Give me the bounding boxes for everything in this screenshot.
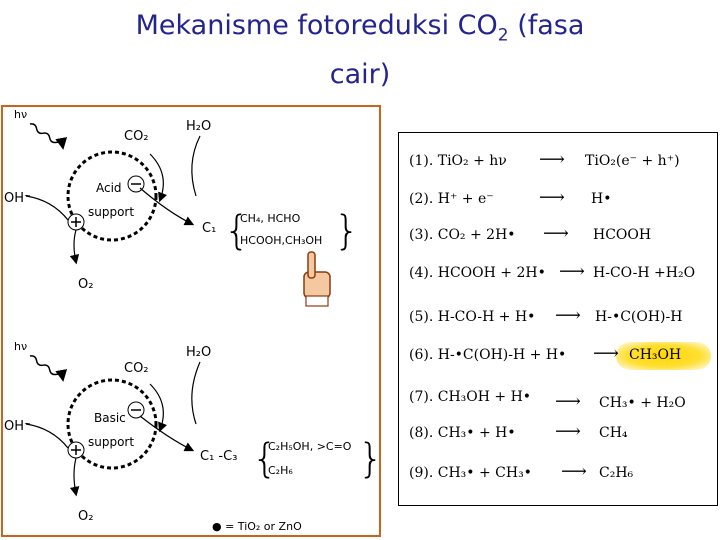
- reaction-arrow-icon: ⟶: [561, 461, 587, 482]
- reaction-7-lhs: (7). CH₃OH + H•: [409, 389, 532, 405]
- o2-label-bottom: O₂: [78, 509, 93, 524]
- reaction-5-lhs: (5). H-CO-H + H•: [409, 309, 536, 325]
- product-arrow-icon: [139, 187, 195, 226]
- c1-label: C₁: [202, 221, 216, 236]
- reaction-7-rhs: CH₃• + H₂O: [599, 395, 686, 411]
- reaction-arrow-icon: ⟶: [555, 391, 581, 412]
- o2-arrow-icon: [69, 229, 80, 265]
- co2-label-bottom: CO₂: [124, 361, 149, 376]
- reaction-2-lhs: (2). H⁺ + e⁻: [409, 191, 494, 207]
- co2-label: CO₂: [124, 129, 149, 144]
- h2o-label-bottom: H₂O: [186, 345, 211, 360]
- ring-label-support-bottom: support: [88, 435, 134, 449]
- reaction-arrow-icon: ⟶: [539, 149, 565, 170]
- ring-label-support: support: [88, 205, 134, 219]
- products-line-1: CH₄, HCHO: [240, 212, 301, 225]
- title-line-1: Mekanisme fotoreduksi CO2 (fasa: [135, 10, 585, 46]
- reaction-6-rhs: CH₃OH: [629, 347, 682, 363]
- left-brace: {: [224, 208, 249, 254]
- co2-arrow-icon-bottom: [149, 383, 168, 433]
- c1-c3-label: C₁ -C₃: [200, 449, 237, 464]
- light-wave-icon-bottom: [29, 355, 68, 382]
- right-brace-bottom: }: [358, 436, 382, 482]
- right-brace: }: [334, 208, 359, 254]
- pointing-hand-icon: [303, 251, 331, 307]
- reaction-8-lhs: (8). CH₃• + H•: [409, 425, 516, 441]
- legend-text: ● = TiO₂ or ZnO: [212, 520, 302, 533]
- products-line-2-bottom: C₂H₆: [268, 464, 293, 477]
- reaction-6-lhs: (6). H-•C(OH)-H + H•: [409, 347, 567, 363]
- products-line-1-bottom: C₂H₅OH, >C=O: [268, 440, 352, 453]
- oh-arrow-icon: [25, 195, 69, 221]
- reaction-arrow-icon: ⟶: [543, 223, 569, 244]
- reaction-arrow-icon: ⟶: [539, 187, 565, 208]
- reaction-3-lhs: (3). CO₂ + 2H•: [409, 227, 516, 243]
- ring-label-basic: Basic: [94, 411, 126, 425]
- reaction-9-rhs: C₂H₆: [599, 465, 634, 481]
- photoreduction-figure: hν CO₂ H₂O OH⁻ Acid support C₁ { CH₄, HC…: [1, 105, 382, 537]
- reaction-8-rhs: CH₄: [599, 425, 628, 441]
- h2o-label: H₂O: [186, 119, 211, 134]
- reaction-1-rhs: TiO₂(e⁻ + h⁺): [585, 153, 680, 169]
- reaction-3-rhs: HCOOH: [593, 227, 652, 243]
- reaction-2-rhs: H•: [591, 191, 612, 207]
- o2-label: O₂: [78, 277, 93, 292]
- oh-label: OH⁻: [4, 191, 31, 206]
- o2-arrow-icon-bottom: [69, 457, 80, 497]
- reaction-arrow-icon: ⟶: [555, 305, 581, 326]
- hv-label: hν: [14, 108, 27, 121]
- oh-arrow-icon-bottom: [25, 423, 69, 449]
- reaction-5-rhs: H-•C(OH)-H: [595, 309, 683, 325]
- reaction-arrow-icon: ⟶: [559, 261, 585, 282]
- methanol-highlight: [616, 342, 711, 370]
- page-title: Mekanisme fotoreduksi CO2 (fasa cair): [40, 6, 680, 95]
- basic-support-panel: hν CO₂ H₂O OH⁻ Basic support C₁ -C₃ { C₂…: [4, 340, 382, 533]
- figure-frame: [1, 105, 381, 537]
- h2o-arrow-icon-bottom: [191, 361, 201, 425]
- reaction-4-rhs: H-CO-H +H₂O: [593, 265, 696, 281]
- left-brace-bottom: {: [252, 436, 277, 482]
- product-arrow-icon-bottom: [139, 415, 195, 452]
- title-line-2: cair): [329, 59, 391, 91]
- ring-label-acid: Acid: [96, 181, 122, 195]
- reaction-arrow-icon: ⟶: [555, 421, 581, 442]
- reaction-arrow-icon: ⟶: [593, 343, 619, 364]
- light-wave-icon: [29, 123, 68, 150]
- reaction-1-lhs: (1). TiO₂ + hν: [409, 153, 507, 169]
- acid-support-panel: hν CO₂ H₂O OH⁻ Acid support C₁ { CH₄, HC…: [4, 108, 359, 292]
- acid-support-particle: [66, 150, 158, 242]
- h2o-arrow-icon: [191, 135, 201, 197]
- co2-arrow-icon: [149, 153, 168, 203]
- reaction-4-lhs: (4). HCOOH + 2H•: [409, 265, 546, 281]
- reaction-list: (1). TiO₂ + hν ⟶ TiO₂(e⁻ + h⁺) (2). H⁺ +…: [398, 132, 718, 506]
- oh-label-bottom: OH⁻: [4, 419, 31, 434]
- basic-support-particle: [66, 378, 158, 470]
- hv-label-bottom: hν: [14, 340, 27, 353]
- reaction-9-lhs: (9). CH₃• + CH₃•: [409, 465, 532, 481]
- products-line-2: HCOOH,CH₃OH: [240, 234, 322, 247]
